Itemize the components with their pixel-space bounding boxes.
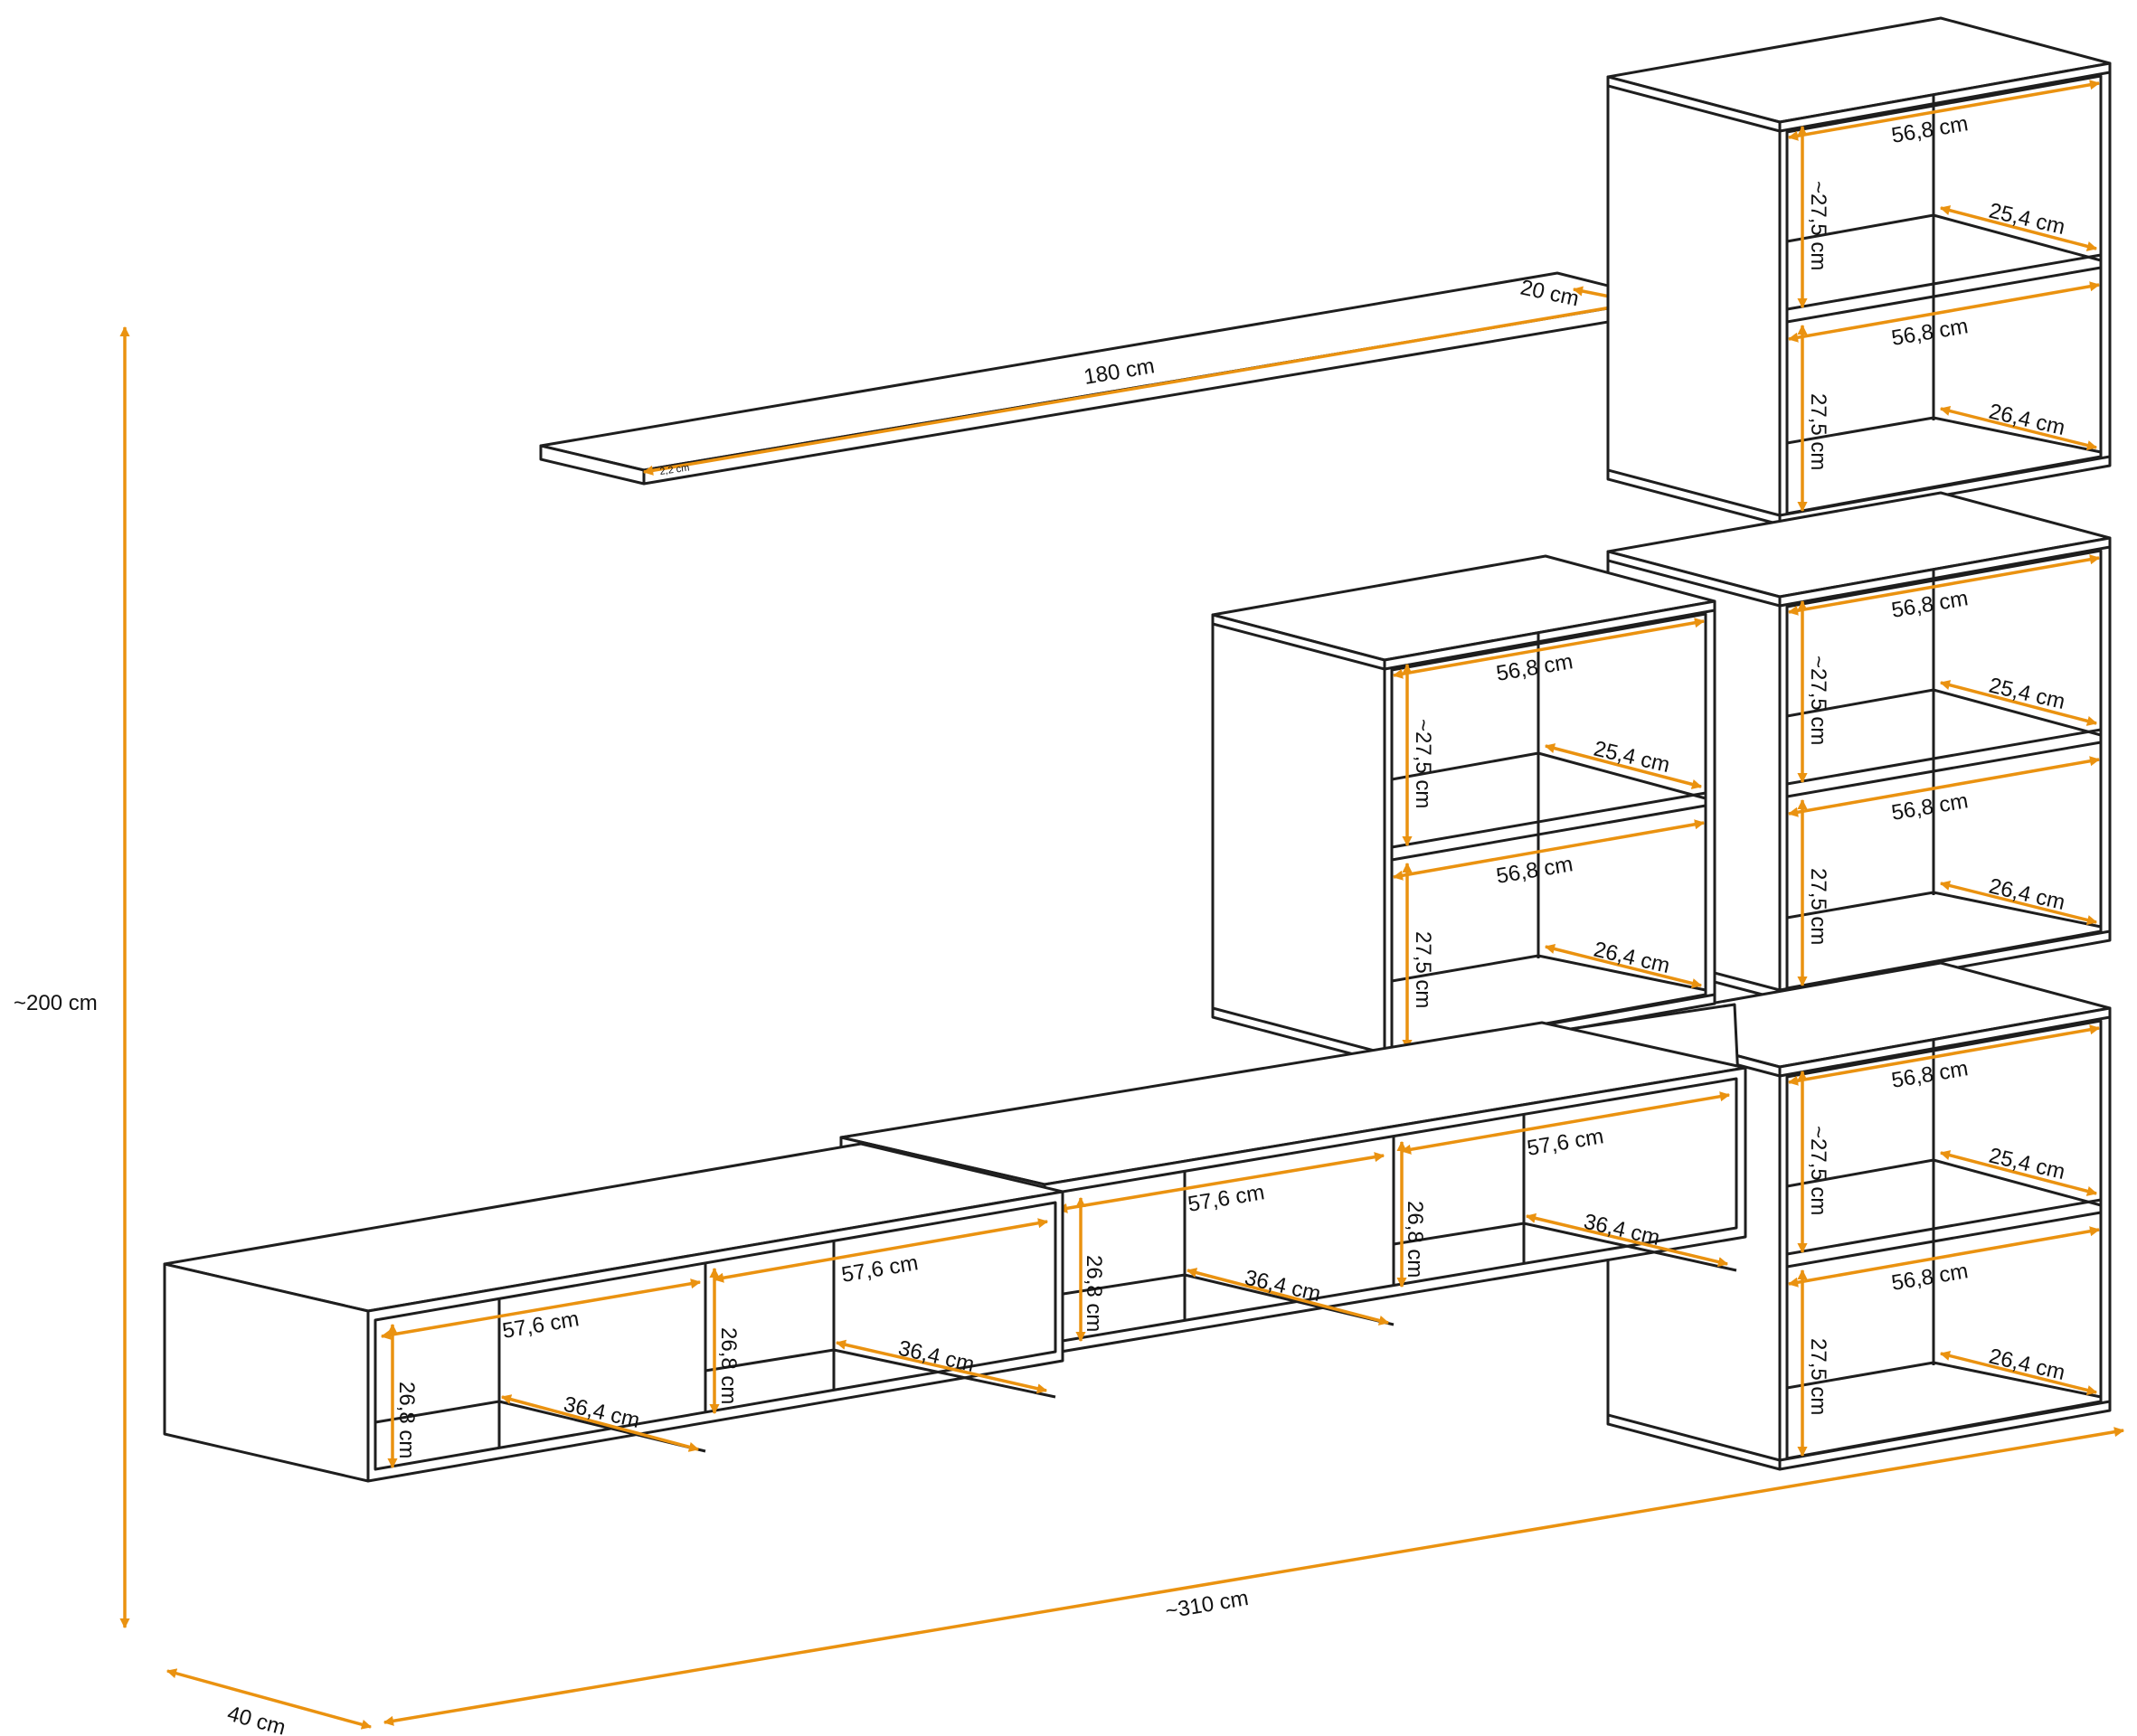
depth-dimension-line	[165, 1668, 373, 1730]
svg-text:26,8 cm: 26,8 cm	[716, 1327, 741, 1404]
svg-text:27,5 cm: 27,5 cm	[1806, 1338, 1830, 1415]
svg-text:~27,5 cm: ~27,5 cm	[1411, 719, 1435, 808]
svg-text:~27,5 cm: ~27,5 cm	[1806, 1126, 1830, 1215]
shelf-length-line	[642, 300, 1634, 476]
svg-text:26,8 cm: 26,8 cm	[1403, 1201, 1427, 1278]
wall-cabinet-center: 56,8 cm ~27,5 cm 25,4 cm 56,8 cm 27,5 cm…	[1211, 554, 1716, 1064]
svg-text:26,8 cm: 26,8 cm	[1082, 1255, 1106, 1332]
cabinet-lower-height-label: 27,5 cm	[1806, 393, 1830, 470]
svg-text:27,5 cm: 27,5 cm	[1806, 868, 1830, 945]
wall-cabinet-top-right: 56,8 cm ~27,5 cm 25,4 cm 56,8 cm 27,5 cm…	[1606, 16, 2112, 526]
svg-text:27,5 cm: 27,5 cm	[1411, 931, 1435, 1008]
lowboard-left: 57,6 cm 57,6 cm 26,8 cm 26,8 cm 36,4 cm …	[163, 1142, 1064, 1483]
overall-width-label: ~310 cm	[1164, 1586, 1251, 1624]
overall-depth-label: 40 cm	[224, 1702, 288, 1736]
svg-text:~27,5 cm: ~27,5 cm	[1806, 656, 1830, 745]
floating-shelf: 180 cm 20 cm 2,2 cm	[539, 271, 1664, 486]
width-dimension-line	[383, 1427, 2125, 1726]
overall-height-label: ~200 cm	[14, 991, 98, 1015]
svg-text:26,8 cm: 26,8 cm	[394, 1382, 419, 1458]
shelf-thickness-label: 2,2 cm	[659, 462, 690, 476]
cabinet-upper-height-label: ~27,5 cm	[1806, 181, 1830, 270]
